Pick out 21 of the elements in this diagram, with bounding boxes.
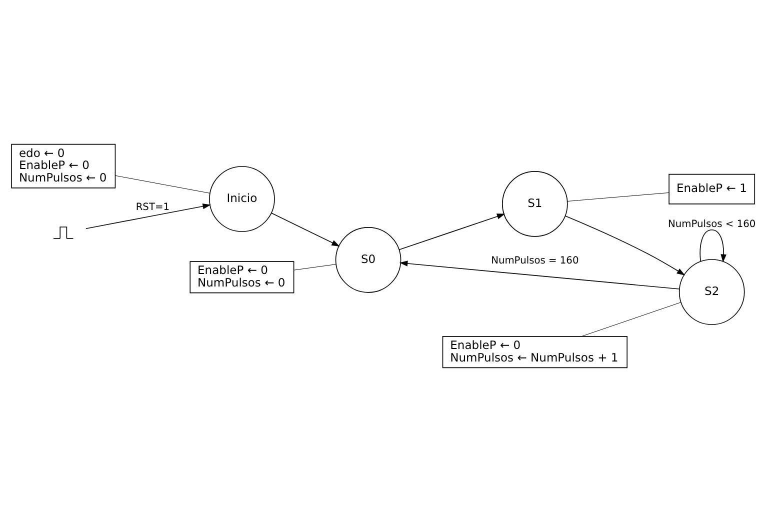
node-box: EnableP ← 1 [668,173,756,204]
connector [115,174,210,193]
node-circle: Inicio [209,166,275,232]
node-box: EnableP ← 0 NumPulsos ← NumPulsos + 1 [442,336,628,368]
connector [581,302,682,336]
arrow [398,213,506,250]
node-circle: S1 [502,170,568,236]
arrow [270,212,340,246]
node-box: edo ← 0 EnableP ← 0 NumPulsos ← 0 [11,143,116,188]
arrow [399,260,680,289]
connector [294,264,336,270]
arrow [86,202,211,229]
arrow [564,214,686,275]
edge-label: NumPulsos < 160 [668,218,756,230]
node-circle: S0 [335,226,402,292]
node-box: EnableP ← 0 NumPulsos ← 0 [190,260,294,293]
edge-label: RST=1 [136,202,170,213]
node-circle: S2 [678,258,745,324]
edge-label: NumPulsos = 160 [491,255,579,266]
connector [567,192,670,202]
arrow [700,228,726,262]
